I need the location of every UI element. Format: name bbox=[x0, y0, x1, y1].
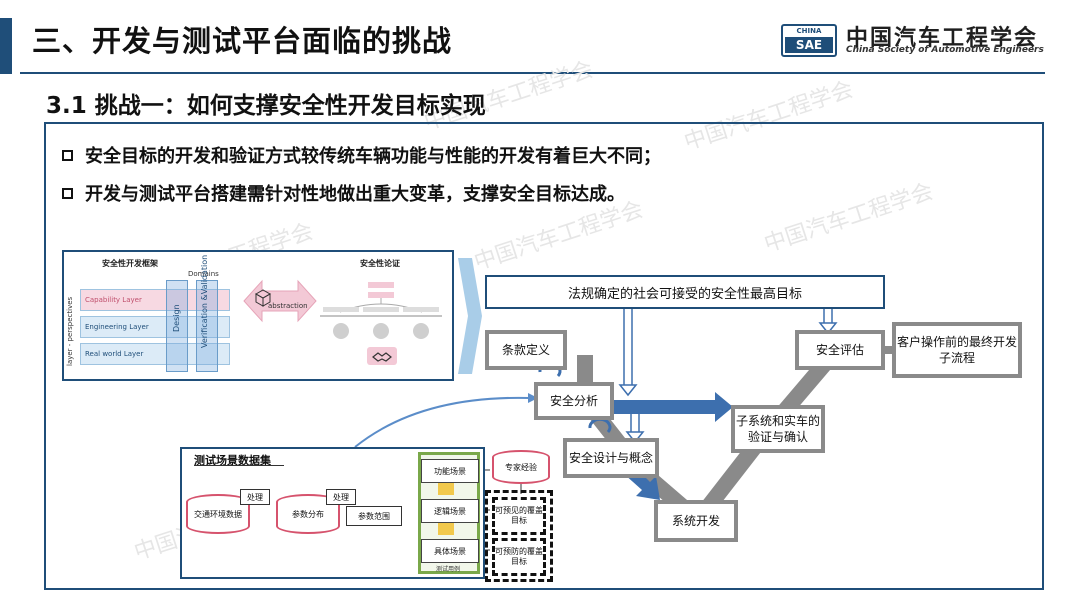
assessment-connector bbox=[885, 346, 893, 354]
safety-analysis-box: 安全分析 bbox=[534, 382, 614, 420]
abstraction-label: abstraction bbox=[268, 302, 308, 310]
header-accent-bar bbox=[0, 18, 12, 74]
org-name-cn: 中国汽车工程学会 bbox=[846, 26, 1039, 51]
foreseeable-coverage-box: 可预见的覆盖目标 bbox=[492, 497, 546, 535]
org-name-en: China Society of Automotive Engineers bbox=[846, 45, 1044, 55]
dataset-to-analysis-curve bbox=[354, 396, 531, 448]
customer-subprocess-box: 客户操作前的最终开发子流程 bbox=[892, 322, 1022, 378]
safety-design-concept-box: 安全设计与概念 bbox=[563, 438, 659, 478]
checkbox-square-icon bbox=[62, 150, 73, 161]
logo-bottom-text: SAE bbox=[785, 37, 833, 53]
safety-assessment-box: 安全评估 bbox=[795, 330, 885, 370]
domains-label: Domains bbox=[188, 270, 219, 278]
logical-scenario-box: 逻辑场景 bbox=[421, 499, 479, 523]
argument-title: 安全性论证 bbox=[360, 259, 400, 268]
realworld-layer: Real world Layer bbox=[80, 343, 230, 365]
engineering-layer: Engineering Layer bbox=[80, 316, 230, 338]
header-divider bbox=[20, 72, 1045, 74]
param-range-box: 参数范围 bbox=[346, 506, 402, 526]
preventable-coverage-box: 可预防的覆盖目标 bbox=[492, 538, 546, 576]
section-title: 3.1 挑战一：如何支撑安全性开发目标实现 bbox=[46, 93, 486, 119]
process-label: 处理 bbox=[240, 489, 270, 505]
bullet-text: 开发与测试平台搭建需针对性地做出重大变革，支撑安全目标达成。 bbox=[85, 184, 625, 205]
page-title: 三、开发与测试平台面临的挑战 bbox=[32, 24, 453, 58]
vv-column bbox=[196, 280, 218, 372]
handshake-icon bbox=[367, 347, 397, 365]
concrete-scenario-box: 具体场景 bbox=[421, 539, 479, 563]
clause-definition-box: 条款定义 bbox=[485, 330, 567, 370]
system-development-box: 系统开发 bbox=[654, 500, 738, 542]
capability-layer: Capability Layer bbox=[80, 289, 230, 311]
abstraction-arrow bbox=[243, 279, 317, 323]
subsystem-validation-box: 子系统和实车的验证与确认 bbox=[731, 405, 825, 453]
bullet-text: 安全目标的开发和验证方式较传统车辆功能与性能的开发有着巨大不同； bbox=[85, 146, 661, 167]
functional-scenario-box: 功能场景 bbox=[421, 459, 479, 483]
expert-experience-cylinder: 专家经验 bbox=[492, 450, 550, 484]
safety-goal-box: 法规确定的社会可接受的安全性最高目标 bbox=[485, 275, 885, 309]
analysis-to-subsystem-arrow bbox=[614, 392, 733, 422]
bullet-item: 开发与测试平台搭建需针对性地做出重大变革，支撑安全目标达成。 bbox=[62, 180, 625, 206]
design-column bbox=[166, 280, 188, 372]
scenario-arrow-icon bbox=[438, 523, 454, 535]
argument-tree bbox=[320, 282, 442, 339]
framework-title: 安全性开发框架 bbox=[102, 259, 158, 268]
test-cases-label: 测试用例 bbox=[436, 566, 461, 573]
dataset-title: 测试场景数据集 bbox=[194, 454, 271, 467]
traffic-data-cylinder: 交通环境数据 bbox=[186, 494, 250, 534]
chevron-right-icon bbox=[458, 258, 482, 374]
cube-icon bbox=[254, 289, 272, 307]
logo-top-text: CHINA bbox=[796, 27, 822, 35]
goal-down-arrows bbox=[618, 309, 838, 444]
bullet-item: 安全目标的开发和验证方式较传统车辆功能与性能的开发有着巨大不同； bbox=[62, 142, 661, 168]
china-sae-logo: CHINA SAE bbox=[781, 24, 837, 57]
scenario-arrow-icon bbox=[438, 483, 454, 495]
process-label: 处理 bbox=[326, 489, 356, 505]
checkbox-square-icon bbox=[62, 188, 73, 199]
coverage-target-group bbox=[485, 490, 553, 582]
content-frame bbox=[44, 122, 1044, 590]
